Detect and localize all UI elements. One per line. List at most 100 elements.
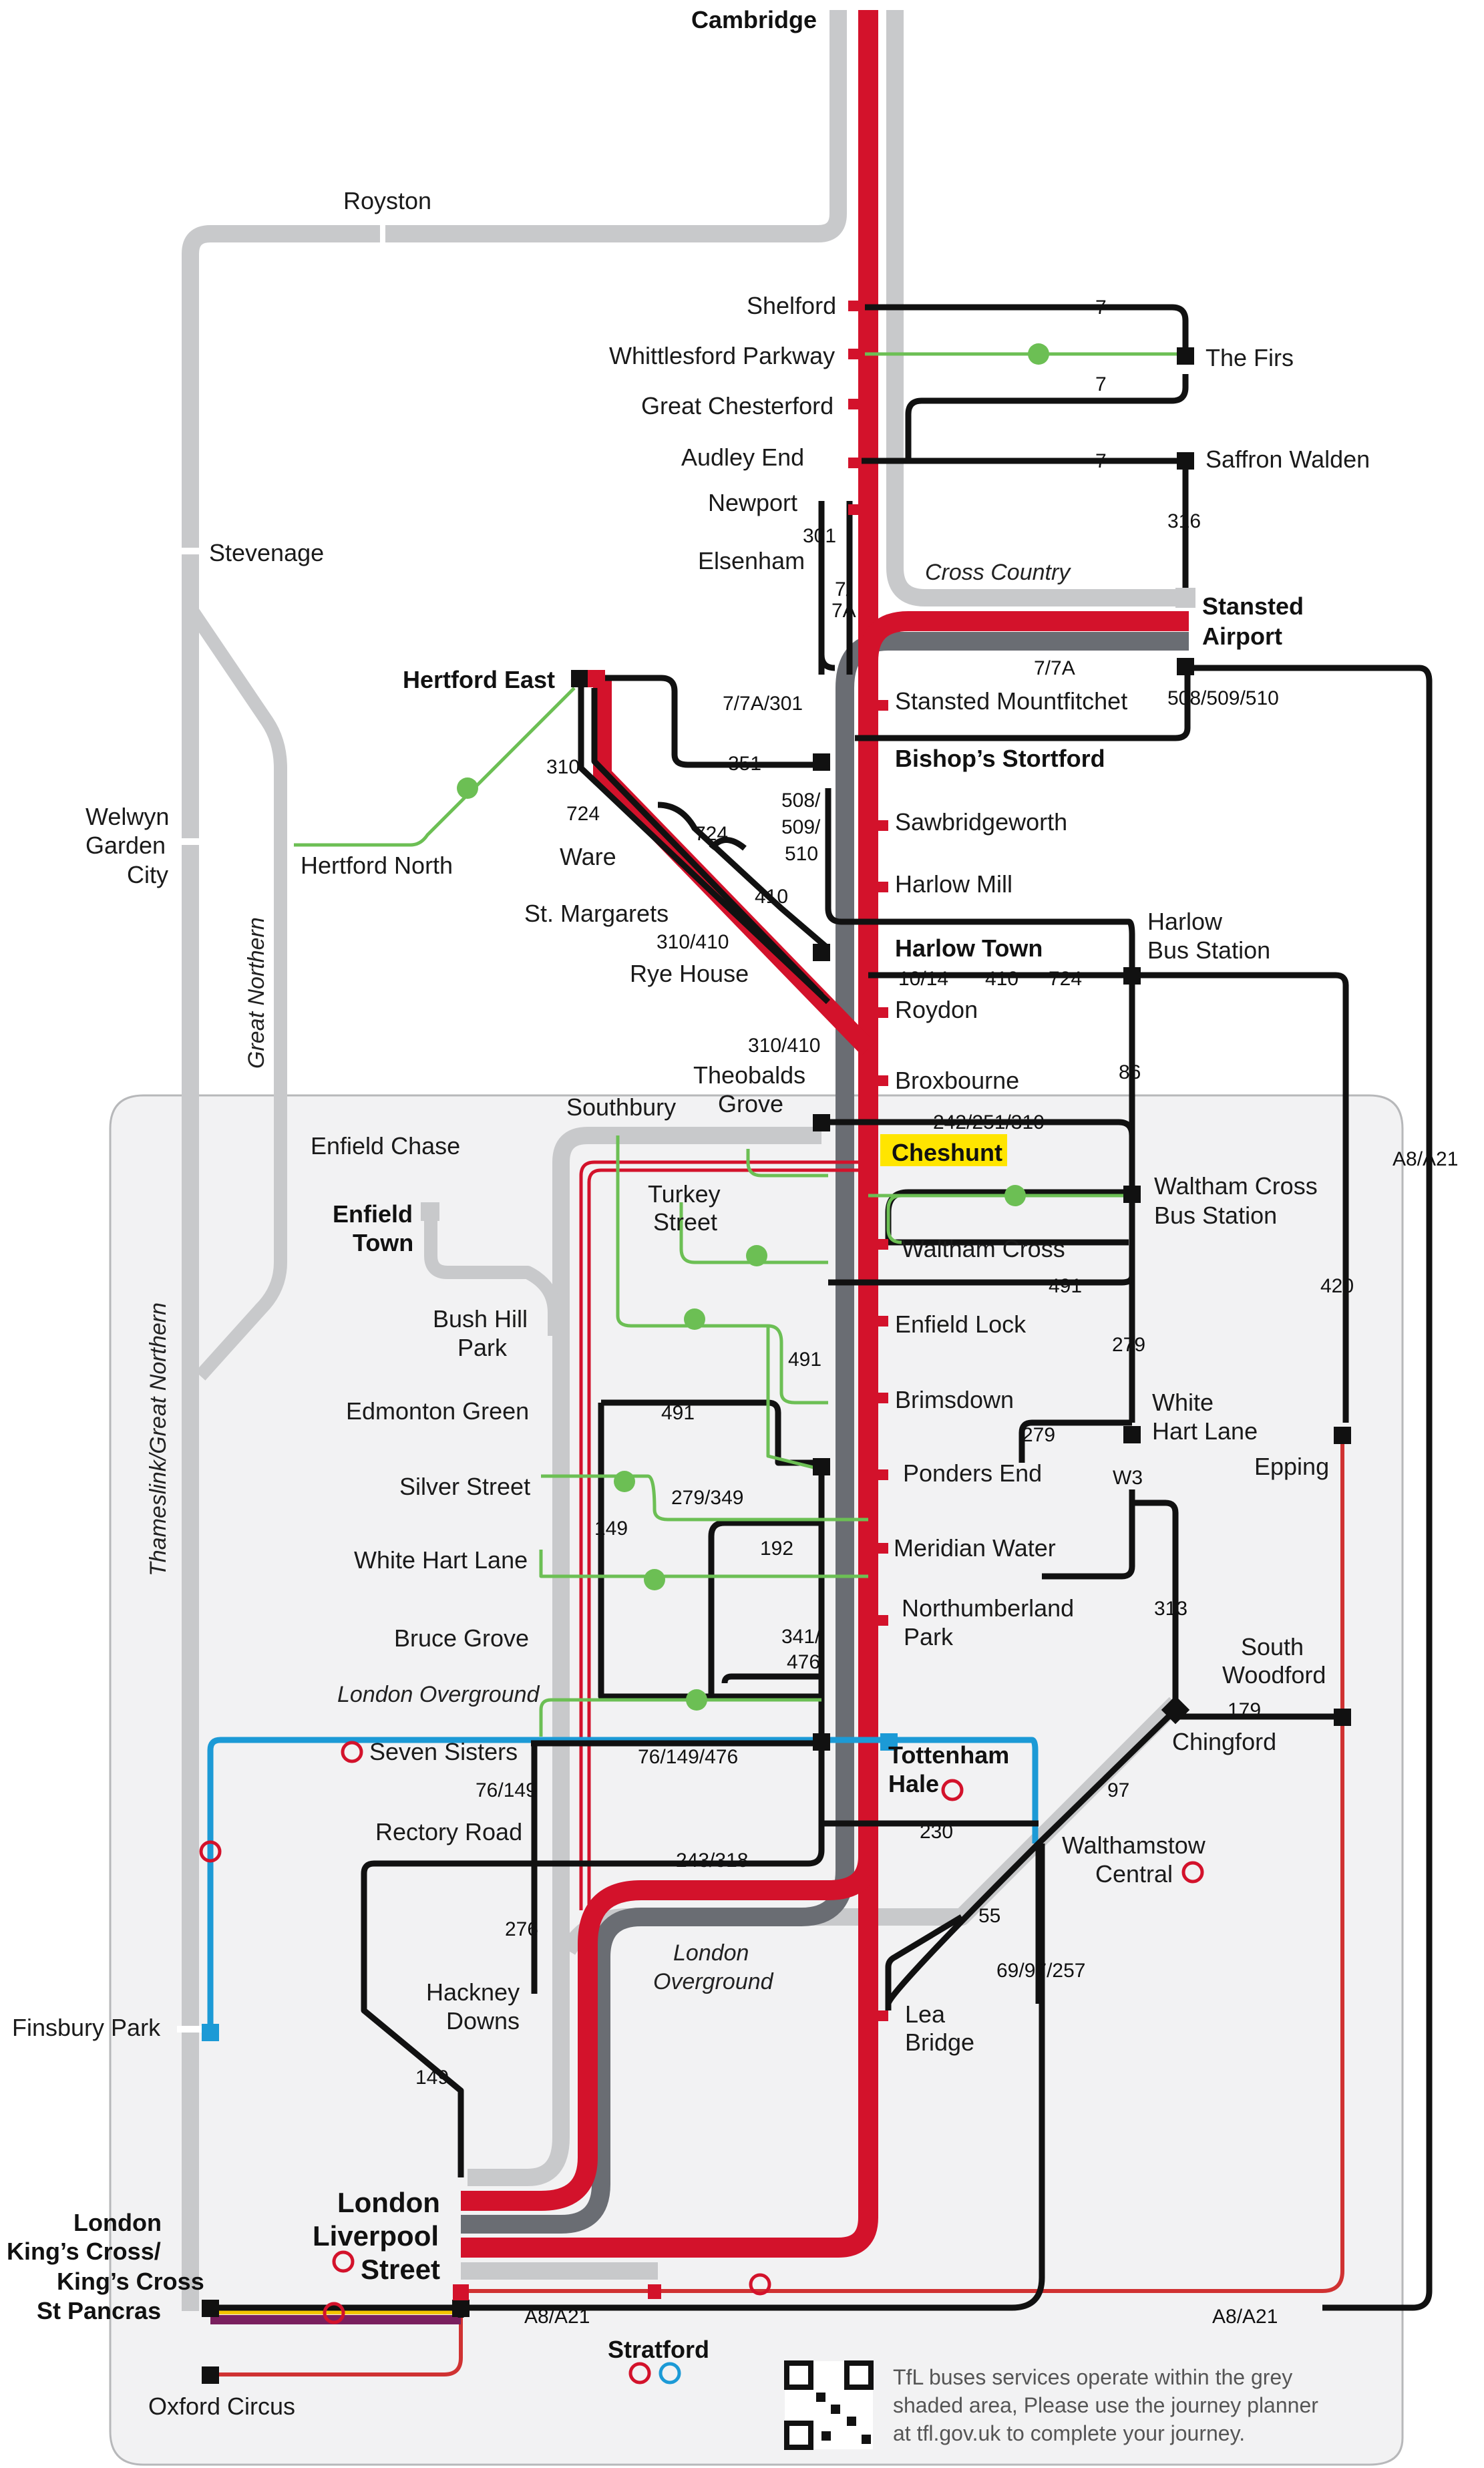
- label-sawbridgeworth: Sawbridgeworth: [895, 808, 1067, 836]
- label-white-hart-lane-e-2: Hart Lane: [1152, 1417, 1258, 1445]
- label-chingford: Chingford: [1172, 1728, 1276, 1755]
- label-newport: Newport: [708, 489, 797, 516]
- route-label: 410: [985, 968, 1018, 990]
- line-labels: Cross Country Great Northern Thameslink/…: [146, 560, 1071, 1994]
- route-label: 491: [1049, 1275, 1082, 1297]
- label-lea-bridge-1: Lea: [905, 2000, 946, 2028]
- label-epping: Epping: [1254, 1453, 1329, 1480]
- underground-roundel-icons: [199, 1741, 1204, 2385]
- route-label: A8/A21: [1212, 2306, 1278, 2328]
- label-harlow-mill: Harlow Mill: [895, 870, 1012, 898]
- label-stansted-1: Stansted: [1202, 592, 1304, 620]
- label-stevenage: Stevenage: [209, 539, 324, 566]
- label-walthamstow-1: Walthamstow: [1062, 1831, 1206, 1859]
- label-waltham-cross-bus-2: Bus Station: [1154, 1202, 1277, 1229]
- label-south-woodford-1: South: [1241, 1633, 1304, 1660]
- label-liverpool-3: Street: [361, 2254, 440, 2285]
- overground-line: [207, 1737, 1039, 2031]
- label-liverpool-1: London: [337, 2187, 440, 2218]
- route-label: 509/: [781, 816, 821, 838]
- route-label: 410: [755, 886, 788, 908]
- route-label: A8/A21: [1393, 1148, 1458, 1170]
- qr-code: [784, 2360, 874, 2450]
- route-label: 230: [920, 1821, 953, 1843]
- label-broxbourne: Broxbourne: [895, 1067, 1019, 1094]
- station-markers: [177, 220, 1351, 2384]
- route-label: 724: [1049, 968, 1082, 990]
- route-label: 724: [695, 823, 728, 845]
- label-cambridge: Cambridge: [691, 6, 817, 33]
- route-label: 508/509/510: [1167, 687, 1279, 709]
- label-finsbury-park: Finsbury Park: [12, 2014, 161, 2041]
- route-label: 310: [546, 756, 580, 778]
- route-label: 351: [728, 753, 761, 775]
- route-label: 310/410: [657, 931, 729, 953]
- label-hackney-1: Hackney: [426, 1978, 520, 2006]
- label-southbury: Southbury: [566, 1093, 676, 1121]
- route-label: 491: [661, 1402, 695, 1424]
- label-harlow-bus-2: Bus Station: [1147, 936, 1270, 964]
- label-hackney-2: Downs: [446, 2007, 520, 2035]
- route-label: 179: [1228, 1699, 1261, 1721]
- route-label: 508/: [781, 789, 821, 812]
- label-saffron-walden: Saffron Walden: [1205, 446, 1370, 473]
- greater-anglia-line: [461, 10, 1189, 2258]
- route-label: 149: [594, 1518, 628, 1540]
- label-ware: Ware: [560, 843, 616, 870]
- route-label: 7/7A: [1034, 657, 1075, 679]
- label-bishops-stortford: Bishop’s Stortford: [895, 745, 1105, 772]
- route-label: 10/14: [898, 968, 948, 990]
- label-audley-end: Audley End: [681, 444, 804, 471]
- label-waltham-cross: Waltham Cross: [902, 1235, 1065, 1262]
- route-label: W3: [1113, 1467, 1143, 1489]
- label-oxford-circus: Oxford Circus: [148, 2393, 295, 2420]
- label-welwyn-2: Garden: [85, 832, 166, 859]
- label-rectory-road: Rectory Road: [375, 1818, 522, 1845]
- label-tottenham-1: Tottenham: [888, 1741, 1009, 1769]
- route-label: 491: [788, 1349, 821, 1371]
- label-great-northern: Great Northern: [244, 917, 269, 1069]
- route-label: 316: [1167, 510, 1201, 532]
- label-rye-house: Rye House: [630, 960, 749, 987]
- route-label: 76/149/476: [638, 1746, 738, 1768]
- label-harlow-town: Harlow Town: [895, 934, 1043, 962]
- label-roydon: Roydon: [895, 996, 978, 1023]
- route-label: 310/410: [748, 1035, 820, 1057]
- route-label: 341/: [781, 1626, 821, 1648]
- label-bruce-grove: Bruce Grove: [394, 1624, 529, 1652]
- label-bush-hill-2: Park: [457, 1334, 508, 1361]
- underground-band-purple: [210, 2315, 461, 2324]
- route-label: 55: [978, 1905, 1000, 1927]
- tfl-bus-area: [109, 1094, 1404, 2466]
- label-the-firs: The Firs: [1205, 344, 1294, 371]
- label-harlow-bus-1: Harlow: [1147, 908, 1223, 935]
- label-enfield-town-1: Enfield: [333, 1200, 413, 1228]
- route-label: 97: [1107, 1779, 1129, 1801]
- label-kings-cross-1: London: [73, 2209, 162, 2236]
- label-white-hart-lane-e-1: White: [1152, 1389, 1214, 1416]
- label-hertford-east: Hertford East: [403, 666, 555, 693]
- route-label: 476: [787, 1651, 820, 1673]
- label-turkey-2: Street: [653, 1208, 717, 1236]
- tfl-note: TfL buses services operate within the gr…: [893, 2365, 1318, 2445]
- label-northumberland-2: Park: [904, 1623, 954, 1650]
- bus-routes: [210, 304, 1433, 2318]
- label-enfield-chase: Enfield Chase: [311, 1132, 460, 1160]
- route-label: 76/149: [476, 1779, 537, 1801]
- route-label: 243/318: [676, 1849, 748, 1872]
- label-elsenham: Elsenham: [698, 547, 805, 574]
- label-st-margarets: St. Margarets: [524, 900, 669, 927]
- label-turkey-1: Turkey: [648, 1180, 721, 1208]
- route-label: 420: [1320, 1275, 1354, 1297]
- label-theobalds-2: Grove: [718, 1090, 783, 1117]
- walking-person-icons: [457, 343, 1049, 1711]
- label-cross-country: Cross Country: [925, 560, 1071, 585]
- route-label: 7/: [835, 578, 852, 600]
- label-stratford: Stratford: [608, 2336, 709, 2363]
- station-labels: Cambridge Royston Shelford Whittlesford …: [7, 6, 1370, 2420]
- label-kings-cross-2: King’s Cross/: [7, 2238, 161, 2265]
- label-cheshunt: Cheshunt: [892, 1139, 1002, 1166]
- route-label: 724: [566, 803, 600, 825]
- route-label: 510: [785, 843, 818, 865]
- note-line-2: shaded area, Please use the journey plan…: [893, 2393, 1318, 2417]
